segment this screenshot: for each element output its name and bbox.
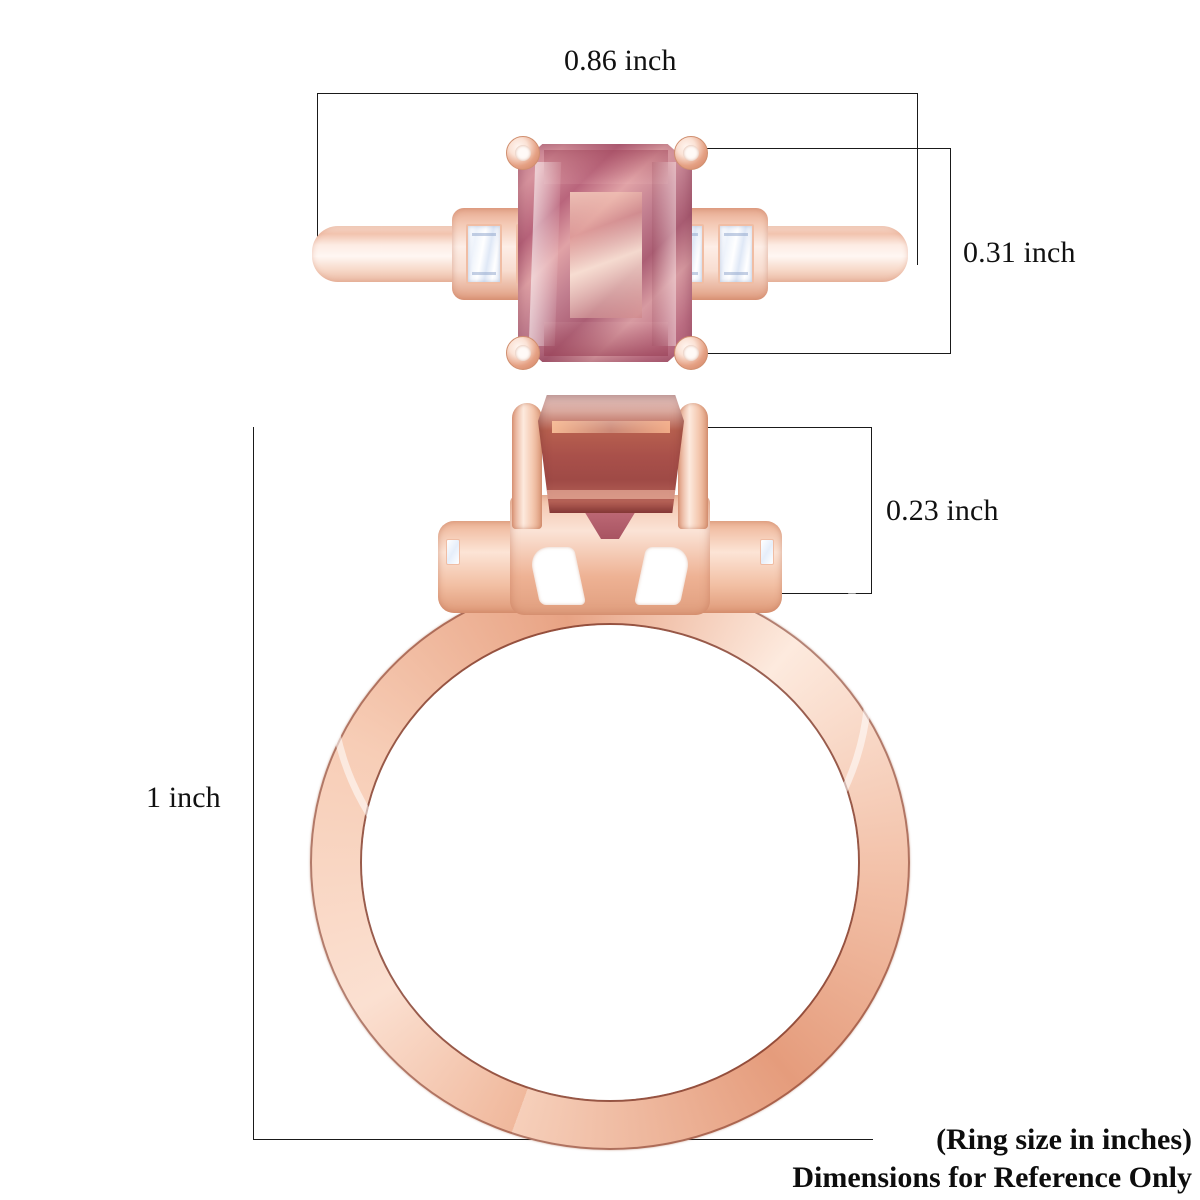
ring-top-view xyxy=(300,130,920,375)
prong-arm-left-icon xyxy=(512,403,542,529)
ring-side-view xyxy=(300,395,920,1155)
ring-band xyxy=(310,575,910,1150)
footer-note-ring-size: (Ring size in inches) xyxy=(936,1123,1192,1156)
gallery-cutout-left xyxy=(527,547,587,605)
baguette-diamond-profile-left-icon xyxy=(446,539,460,565)
shoulder-profile-left xyxy=(438,521,524,613)
measurement-label-head-width: 0.31 inch xyxy=(963,236,1076,269)
shoulder-profile-right xyxy=(696,521,782,613)
gem-facet-crown-top xyxy=(544,150,668,184)
baguette-diamond-right-outer-icon xyxy=(718,224,754,284)
gem-facet-rail-right xyxy=(652,162,676,346)
measurement-label-width: 0.86 inch xyxy=(564,44,677,77)
center-gemstone-top-view xyxy=(518,144,692,362)
prong-top-left-icon xyxy=(506,136,540,170)
prong-bottom-left-icon xyxy=(506,336,540,370)
footer-note-reference-only: Dimensions for Reference Only xyxy=(792,1161,1192,1194)
gem-facet-glint xyxy=(552,421,670,433)
gem-facet-girdle xyxy=(544,490,678,499)
gem-facet-rail-left xyxy=(528,162,562,346)
baguette-diamond-profile-right-icon xyxy=(760,539,774,565)
measurement-label-head-height: 0.23 inch xyxy=(886,494,999,527)
baguette-diamond-left-outer-icon xyxy=(466,224,502,284)
gem-facet-crown-bottom xyxy=(544,322,668,356)
center-gemstone-side-view xyxy=(538,395,684,513)
gallery-cutout-right xyxy=(633,547,693,605)
prong-top-right-icon xyxy=(674,136,708,170)
gem-facet-table xyxy=(570,192,642,318)
measurement-label-overall-height: 1 inch xyxy=(146,781,221,814)
prong-bottom-right-icon xyxy=(674,336,708,370)
